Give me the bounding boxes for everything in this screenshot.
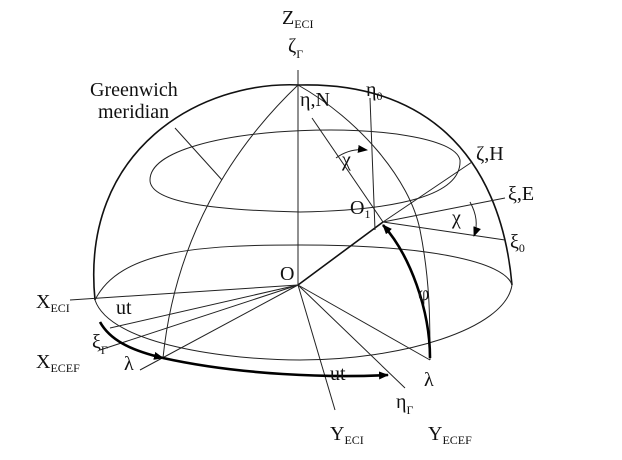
label-greenwich-line2: meridian [98, 101, 169, 123]
x-ecef-line [99, 284, 299, 351]
chi-top-arc [335, 144, 368, 159]
label-lambda-right: λ [424, 369, 434, 391]
greenwich-meridian-line [162, 84, 299, 359]
label-zeta-h: ζ,H [476, 143, 504, 165]
label-eta-0: η0 [366, 79, 382, 103]
meridian-right [297, 84, 431, 361]
label-zeta-g: ζΓ [288, 35, 303, 61]
xi-e-axis [382, 197, 506, 223]
x-eci-axis [69, 284, 299, 301]
equator-ellipse [94, 284, 513, 361]
label-x-ecef: XECEF [36, 351, 80, 375]
label-eta-g: ηΓ [396, 391, 413, 417]
y-eci-axis [297, 284, 336, 411]
label-origin: O [280, 263, 294, 285]
label-ut-bottom: ut [330, 363, 346, 385]
greenwich-pointer [174, 127, 223, 181]
label-chi-right: χ [451, 207, 461, 229]
label-greenwich-line1: Greenwich [90, 79, 178, 101]
ut-left-arc [98, 321, 164, 360]
label-xi-e: ξ,E [508, 183, 534, 205]
label-y-eci: YECI [330, 423, 364, 447]
eta-g-line [297, 284, 406, 389]
eta-n-axis [311, 117, 384, 223]
label-xi-g: ξΓ [92, 331, 108, 357]
label-phi: φ [418, 283, 430, 305]
latitude-ring [149, 129, 461, 213]
equator-back [94, 244, 513, 301]
xi-0-axis [382, 221, 506, 241]
label-ut-left: ut [116, 297, 132, 319]
radius-o-o1 [297, 221, 384, 286]
label-xi-0: ξ0 [510, 231, 525, 255]
lambda-left-line [139, 284, 299, 371]
xi-g-line [109, 284, 299, 329]
ut-bottom-arc [162, 356, 389, 380]
label-chi-top: χ [341, 149, 351, 171]
zeta-h-axis [382, 161, 473, 223]
label-z-eci: ZECI [282, 7, 314, 31]
y-ecef-line [297, 284, 431, 361]
label-x-eci: XECI [36, 291, 70, 315]
chi-right-arc [469, 201, 481, 237]
label-lambda-left: λ [124, 353, 134, 375]
eta-0-axis [369, 97, 376, 231]
phi-arc [382, 224, 432, 359]
label-eta-n: η,N [300, 89, 330, 111]
hemisphere-outline [92, 84, 513, 301]
label-o1: O1 [350, 197, 370, 221]
label-y-ecef: YECEF [428, 423, 472, 447]
